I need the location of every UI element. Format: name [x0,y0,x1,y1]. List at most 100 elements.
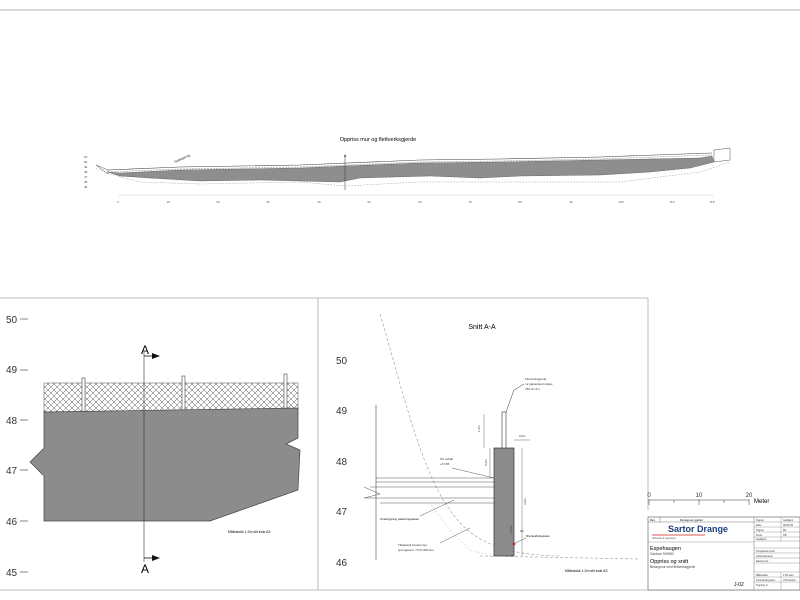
section-aa-dimensions [483,414,530,556]
tb-meta-label: Ekstern fnr [756,559,769,563]
detail-left-fence-mesh [43,382,299,413]
tb-scale-value: UTM Euref [783,578,796,582]
elevation-chainage-ticks: 0 10 20 30 40 50 60 70 80 90 100 110 118 [117,200,715,204]
elevation-section-marker: A [344,154,347,158]
tb-field-label: Tegnet [756,518,764,522]
section-aa-parking-layers [363,477,494,504]
section-aa-dim: 0,3m [484,459,488,466]
tb-field-value: 06.06.25 [783,523,794,527]
section-aa-dim: 3m [520,529,525,533]
elevation-chainage-tick: 80 [518,200,522,204]
tb-scale-label: Målestokk [756,573,768,577]
section-aa-elevation-label: 48 [336,457,348,468]
elevation-chainage-tick: 20 [216,200,220,204]
elevation-title: Oppriss mur og flettverksgjerde [340,137,416,143]
detail-left-elevation-label: 48 [6,416,18,427]
detail-left-wall [29,407,301,522]
section-aa-elevation-label: 47 [336,507,348,518]
tb-logo-sub: Arkitekter & ingeniører [652,537,676,540]
section-aa-callout-ok: OK avkall +47,85 [440,457,453,466]
detail-left-elevation-label: 50 [6,315,18,326]
section-aa-callout-fence: Flettverksgjerde m/ galvanisert stolpe 7… [525,377,553,391]
elevation-level-label: 47 [84,175,88,179]
section-aa-drain-marker [512,542,516,546]
tb-drawing-title: Oppriss og snitt [650,559,689,565]
section-aa-callout-parking: Overbygning parkeringsplass [380,517,419,521]
scale-bar-ticks: 0 10 20 [647,493,753,499]
tb-field-label: Kontr. [756,533,763,537]
callout-fill-line: sprengstein, 70 (5-300mm) [398,548,434,552]
tb-scale-rows: Målestokk 1:50 sekt Koordinatsystem UTM … [756,573,796,587]
section-aa: Snitt A-A 50 49 48 47 46 [336,313,641,573]
elevation-chainage-tick: 50 [367,200,371,204]
tb-field-label: Godkjent [756,537,767,541]
section-aa-title: Snitt A-A [468,324,496,331]
tb-meta-label: Prosjektnummer [756,549,775,553]
elevation-level-label: 49 [84,165,88,169]
section-aa-callout-fill: Tilbakefyll bestemmet sprengstein, 70 (5… [398,543,434,552]
tb-field-value: KB [783,533,787,537]
callout-fence-line: 750 c/c 2m [525,387,540,391]
elevation-chainage-tick: 0 [117,200,119,204]
elevation-terrain [95,161,731,187]
section-aa-dim-labels: 1,0m 0,3m 0,5m 3,0m ≈1,8m 3m [477,425,527,534]
callout-ok-line: +47,85 [440,462,450,466]
detail-left-arrow-bottom [152,555,160,561]
detail-left-elevation-label: 47 [6,466,18,477]
tb-project: Espehaugen [650,546,681,552]
elevation-chainage-tick: 100 [618,200,623,204]
callout-fill-line: Tilbakefyll bestemmet [398,543,427,547]
elevation-level-label: 50 [84,160,88,164]
detail-left: 50 49 48 47 46 45 A A Målestokk 1:2m [6,315,301,579]
elevation-wall [107,155,715,183]
section-aa-fence-post [501,411,507,449]
elevation-chainage-tick: 118 [710,200,715,204]
section-aa-dim: ≈1,8m [509,525,513,534]
tb-meta-label: Arkivreferanse [756,554,773,558]
elevation-level-label: 46 [84,180,88,184]
callout-fence-line: Flettverksgjerde [525,377,547,381]
elevation-chainage-tick: 40 [317,200,321,204]
section-aa-elevations: 50 49 48 47 46 [336,356,348,569]
elevation-chainage-tick: 70 [468,200,472,204]
tb-scale-value: 1:50 sekt [783,573,794,577]
scale-bar-tick: 0 [647,493,651,499]
tb-drawing-subtitle: Betongmur med flettverksgjerde [650,565,695,569]
elevation-level-label: 48 [84,170,88,174]
section-aa-scale-note: Målestokk 1:2m slit inde A3 [565,569,607,573]
tb-scale-label: Koordinatsystem [756,578,775,582]
elevation-level-label: 45 [84,185,88,189]
tb-right-fields: Tegnet Godkjent Dato 06.06.25 Tegnet ML … [756,518,794,541]
scale-bar-tick: 10 [696,493,703,499]
callout-fence-line: m/ galvanisert stolpe [525,382,553,386]
scale-bar-tick: 20 [746,493,753,499]
detail-left-arrow-top [152,353,160,359]
detail-left-marker-top: A [141,343,149,357]
section-aa-wall [493,447,515,557]
elevation-fence [107,152,713,171]
tb-field-value: Godkjent [783,518,794,522]
elevation-chainage-tick: 10 [166,200,170,204]
section-aa-dim: 3,0m [523,498,527,505]
detail-left-elevation-label: 46 [6,517,18,528]
callout-ok-line: OK avkall [440,457,453,461]
section-aa-callout-drain: Drenleidningsrøre [526,534,550,538]
section-aa-dim: 0,5m [519,434,526,438]
tb-field-value: ML [783,528,787,532]
tb-field-label: Tegnet [756,528,764,532]
detail-left-marker-bottom: A [141,562,149,576]
tb-scale-label: Tegning nr [756,583,768,587]
elevation-level-label: 51 [84,155,88,159]
elevation-level-labels: 51 50 49 48 47 46 45 [84,155,88,189]
elevation-chainage-tick: 90 [569,200,573,204]
tb-header-rev: Rev [650,518,656,522]
section-aa-elevation-label: 49 [336,406,348,417]
section-aa-dim: 1,0m [477,425,481,432]
detail-left-elevations: 50 49 48 47 46 45 [6,315,18,579]
elevation-tag: Fjellskjæring [174,153,191,164]
detail-left-scale-note: Målestokk 1:2m slit inde A3 [228,530,270,534]
tb-logo: Sartor Drange [668,524,728,534]
tb-drawing-no: J-02 [734,582,744,588]
title-block: Rev Revisjonen gjelder Tegnet Godkjent D… [647,516,800,591]
elevation-chainage-tick: 30 [266,200,270,204]
